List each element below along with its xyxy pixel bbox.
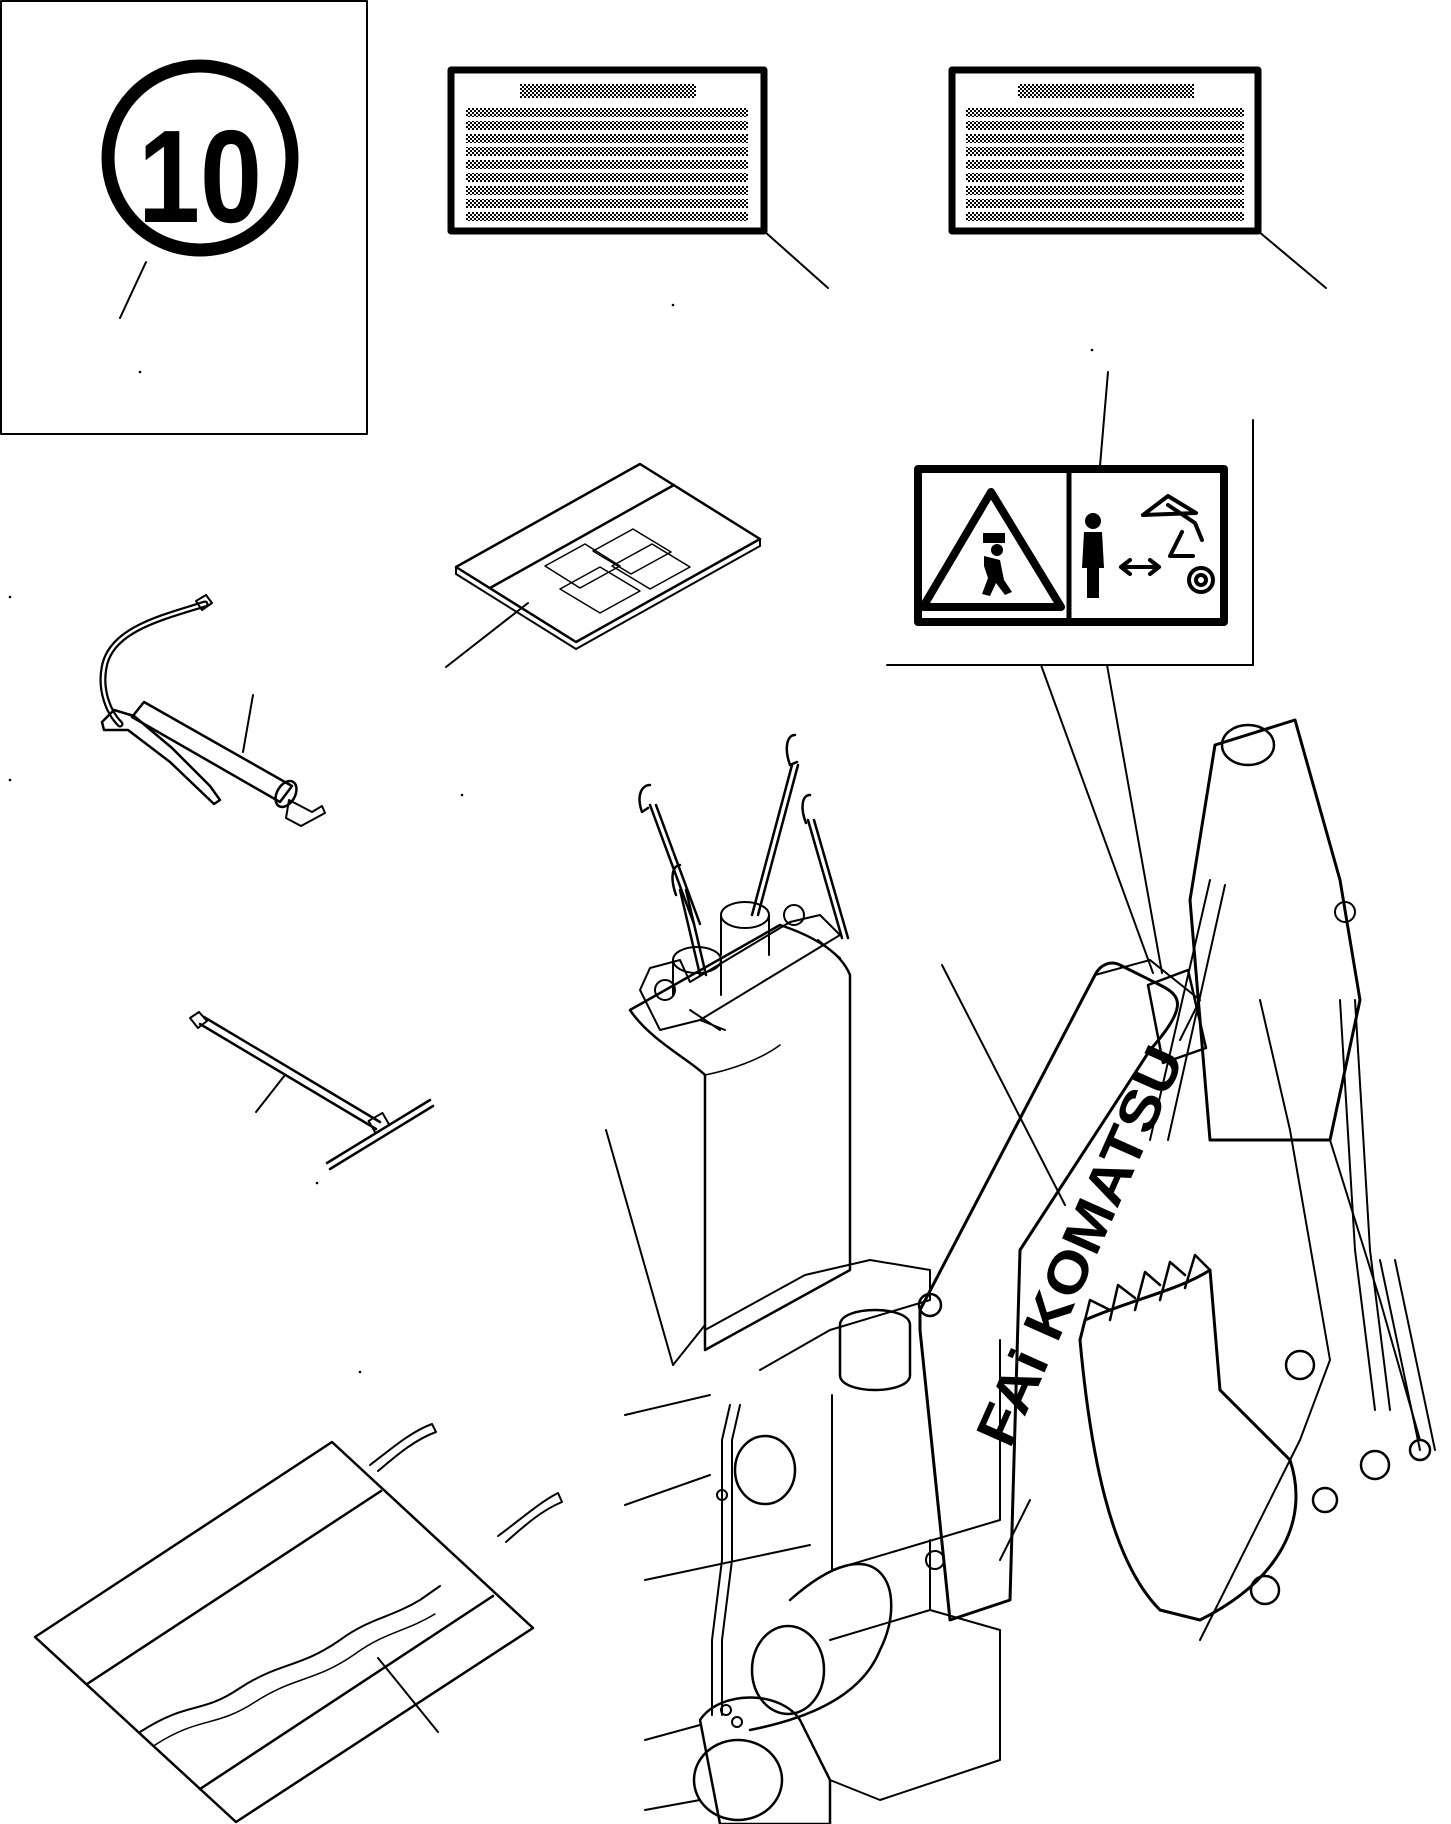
swing-post xyxy=(838,1308,912,1392)
valve-block xyxy=(639,901,841,1031)
decal-1-border xyxy=(447,66,768,235)
decal-2-leader xyxy=(1257,230,1327,289)
arm-top-pivot xyxy=(1220,723,1276,767)
falling-person-icon xyxy=(982,533,1012,596)
arm-mid-pin xyxy=(1334,901,1356,923)
hydraulic-lower-section xyxy=(624,1394,1031,1824)
hose-fitting-2 xyxy=(720,1704,732,1716)
control-lever-1 xyxy=(638,783,702,926)
wrench-hub xyxy=(367,1111,391,1135)
control-console xyxy=(605,733,852,1366)
console-leader-b xyxy=(672,1324,706,1366)
decal-2-border xyxy=(948,66,1262,235)
grease-gun xyxy=(99,594,326,827)
decal-location-leaders xyxy=(886,419,1254,974)
boom-upper-plate xyxy=(1094,959,1201,1041)
decal-1-text-lines xyxy=(466,108,748,221)
manual-cover-graphic xyxy=(544,528,691,614)
control-lever-4 xyxy=(801,793,850,940)
bucket xyxy=(1078,1268,1298,1622)
double-arrow-icon xyxy=(1119,558,1161,576)
manual-spine-band xyxy=(488,483,676,590)
grease-gun-leader xyxy=(242,694,254,753)
decal-1-leader xyxy=(763,230,829,289)
grease-plunger xyxy=(285,799,326,827)
wrench-end-socket xyxy=(189,1011,208,1029)
bucket-linkage-pins xyxy=(1249,1349,1432,1606)
hose-fitting-1 xyxy=(716,1489,728,1501)
grease-barrel-end xyxy=(274,779,298,809)
control-lever-2 xyxy=(671,863,708,977)
warning-decal-1 xyxy=(447,66,829,289)
backhoe-arm-icon xyxy=(1141,494,1215,594)
accumulator-bottom xyxy=(750,1624,826,1716)
document-pouch xyxy=(33,1423,563,1824)
crush-hazard-decal xyxy=(914,371,1228,626)
hydraulic-hose xyxy=(748,1563,893,1732)
hose-fitting-3 xyxy=(731,1716,743,1728)
grease-hose-inner xyxy=(101,602,207,726)
wrench-leader xyxy=(255,1074,286,1113)
pouch-strap-2 xyxy=(497,1492,563,1543)
boom-decal-leader xyxy=(941,964,1066,1206)
decal-2-header xyxy=(1018,84,1194,98)
decal-1-header xyxy=(520,84,696,98)
boom-foot-pin xyxy=(925,1550,945,1570)
pump-cylinder xyxy=(692,1738,784,1822)
console-leader-a xyxy=(605,1129,674,1366)
hydraulic-pipe xyxy=(711,1404,741,1716)
grease-lever xyxy=(100,708,222,806)
swing-post-body xyxy=(831,1339,1001,1571)
main-frame-rail xyxy=(624,1394,811,1581)
speed-sign-frame xyxy=(0,0,368,435)
pouch-fold xyxy=(139,1585,441,1733)
keep-distance-person-icon xyxy=(1082,513,1104,598)
boom-decal-panel xyxy=(1146,968,1208,1065)
speed-sign-ring xyxy=(101,59,299,257)
pouch-seam-1 xyxy=(85,1489,383,1686)
control-lever-3 xyxy=(750,733,800,917)
boom-brand-decal: FAi KOMATSU xyxy=(963,1036,1195,1454)
pictogram-decal-leader xyxy=(1099,371,1109,467)
backhoe-assembly: FAi KOMATSU xyxy=(704,718,1436,1641)
speed-sign-leader xyxy=(119,261,147,319)
manual-thickness xyxy=(455,538,761,650)
console-housing xyxy=(628,923,852,1352)
swing-frame-beam xyxy=(704,1259,931,1371)
bucket-teeth xyxy=(1083,1253,1212,1322)
boom-pivot-pin xyxy=(917,1292,943,1318)
block-housing xyxy=(829,1609,1001,1801)
t-wrench xyxy=(189,1011,435,1171)
speed-sign-value: 10 xyxy=(138,103,262,250)
scan-specks xyxy=(8,303,1094,1374)
pouch-outline xyxy=(33,1440,535,1824)
wrench-shaft xyxy=(198,1015,382,1131)
grease-nozzle xyxy=(195,594,213,611)
hydraulic-cylinders xyxy=(1149,879,1436,1451)
console-cover-front xyxy=(704,1044,781,1076)
lower-frame-lines xyxy=(644,1499,1031,1811)
pump-body xyxy=(698,1696,832,1824)
grease-barrel xyxy=(130,700,294,804)
dipper-arm-lower xyxy=(1199,999,1421,1641)
pouch-leader xyxy=(377,1657,439,1733)
decal-2-text-lines xyxy=(966,108,1244,221)
operator-manual xyxy=(445,462,762,668)
boom xyxy=(918,961,1179,1622)
warning-decal-2 xyxy=(948,66,1327,289)
pouch-fold-2 xyxy=(154,1613,436,1746)
pouch-strap-1 xyxy=(369,1423,437,1472)
manual-cover xyxy=(454,462,762,644)
warning-triangle-icon xyxy=(919,488,1065,611)
accumulator-top xyxy=(733,1434,797,1506)
speed-limit-sign: 10 xyxy=(0,0,368,435)
pouch-seam-2 xyxy=(198,1594,495,1791)
manual-leader xyxy=(445,602,529,668)
